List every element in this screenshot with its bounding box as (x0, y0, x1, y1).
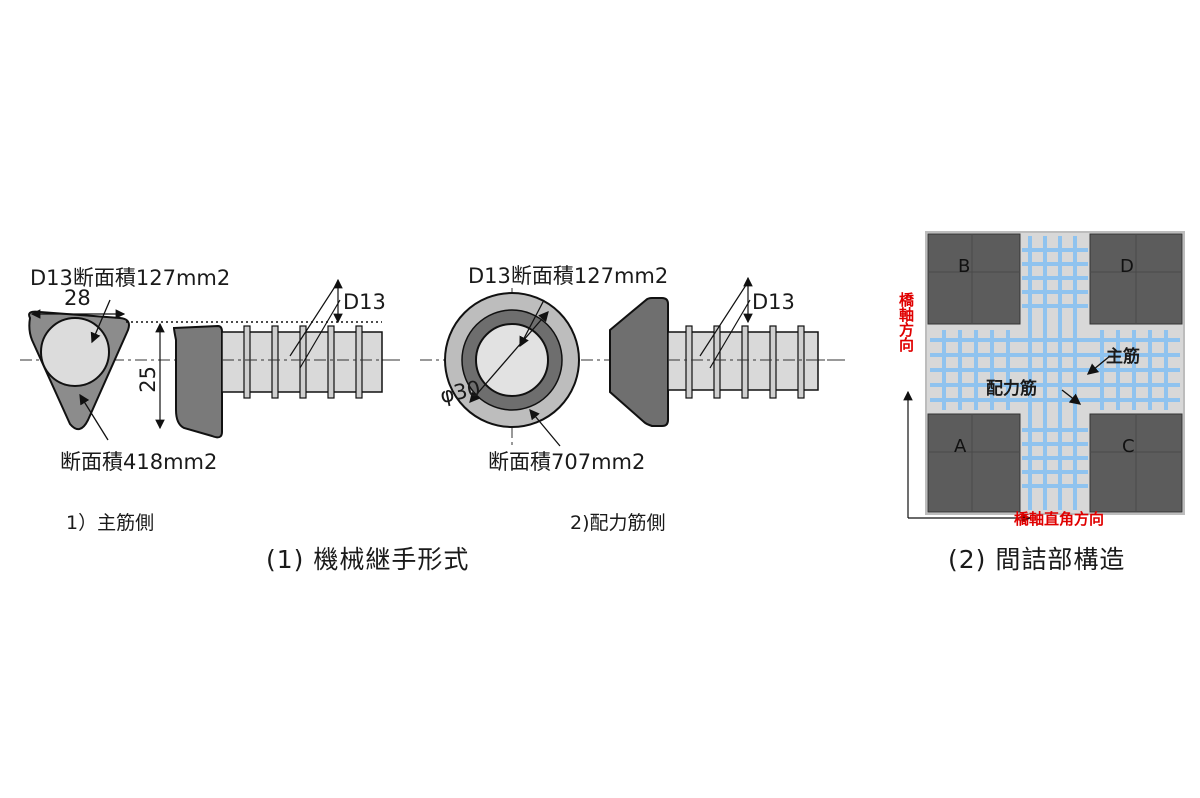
corner-c-label: C (1122, 436, 1135, 457)
leader-area (79, 393, 109, 441)
dist-side-drawing (420, 276, 845, 448)
leader-main-bar (1086, 355, 1111, 375)
corner-a-label: A (954, 436, 967, 457)
joint-photo (903, 231, 1185, 523)
dist-bar-label: D13 (752, 290, 795, 314)
dist-bar-photo-label: 配力筋 (986, 379, 1037, 399)
fig1-caption: (1) 機械継手形式 (266, 545, 470, 574)
axis-bridge-label: 橋軸方向 (897, 292, 915, 352)
leader-d13 (90, 299, 111, 344)
main-bar-label: D13 (343, 290, 386, 314)
dist-subcaption: 2)配力筋側 (570, 512, 666, 534)
inner-bar (475, 323, 549, 397)
main-dim-width: 28 (64, 286, 91, 310)
fig2-caption: (2) 間詰部構造 (948, 545, 1126, 574)
dist-d13-area-label: D13断面積127mm2 (468, 264, 669, 288)
main-subcaption: 1）主筋側 (66, 512, 155, 534)
corner-b-label: B (958, 256, 971, 277)
main-area-label: 断面積418mm2 (60, 450, 218, 474)
rebar-horizontal (930, 338, 1180, 402)
block-b (927, 233, 1021, 325)
leader-bar-1 (289, 281, 339, 357)
rebar-horizontal-ties (942, 330, 1168, 410)
coupler-body (172, 324, 223, 439)
corner-d-label: D (1120, 256, 1134, 277)
block-a (927, 413, 1021, 513)
dim-phi30-line (469, 311, 549, 403)
rebar-vertical-ties (1022, 248, 1088, 488)
main-bar-photo-label: 主筋 (1106, 347, 1140, 367)
coupler-2 (609, 297, 669, 427)
bar-circle (40, 317, 110, 387)
rebar-vertical (1028, 236, 1077, 510)
dist-area-label: 断面積707mm2 (488, 450, 646, 474)
leader-dist-bar (1061, 389, 1082, 405)
main-dim-height: 25 (136, 366, 160, 393)
main-d13-area-label: D13断面積127mm2 (30, 266, 231, 290)
main-side-drawing (20, 278, 400, 441)
axis-transverse-label: 橋軸直角方向 (1014, 510, 1105, 528)
